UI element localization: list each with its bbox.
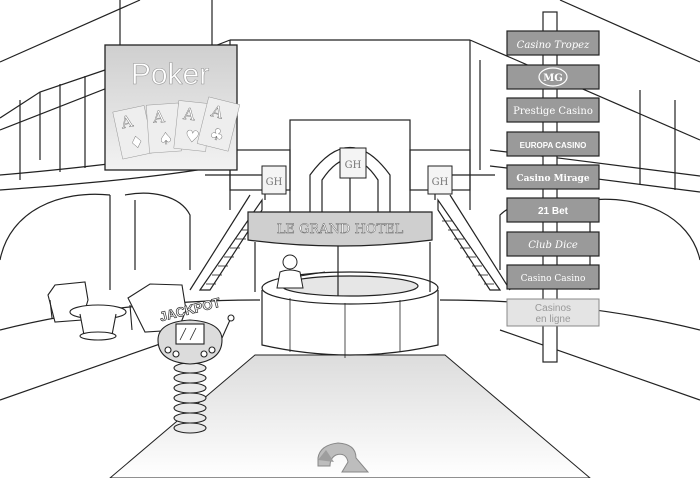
slot-machine-jackpot[interactable]: JACKPOT (150, 290, 240, 450)
card-suit-2: ♠ (158, 128, 174, 148)
casino-sign-7-label: Club Dice (528, 240, 578, 251)
lounge-furniture (47, 281, 187, 341)
casino-sign-6-label: 21 Bet (538, 206, 569, 217)
casino-sign-7[interactable]: Club Dice (506, 231, 602, 259)
online-sign-line1: Casinos (535, 303, 571, 314)
banner-logo-right: GH (432, 177, 449, 188)
card-rank-2: A (151, 107, 165, 127)
card-suit-1: ♦ (128, 132, 146, 154)
poker-title: Poker (131, 58, 209, 91)
casino-sign-1-label: Casino Tropez (517, 40, 590, 51)
casinos-en-ligne-sign[interactable]: Casinos en ligne (506, 298, 602, 328)
card-suit-3: ♥ (184, 126, 200, 146)
banner-logo-left: GH (266, 177, 283, 188)
casino-sign-8-label: Casino Casino (521, 274, 586, 284)
casino-sign-3-label: Prestige Casino (513, 106, 593, 117)
casino-sign-6[interactable]: 21 Bet (506, 197, 602, 225)
card-rank-4: A (208, 101, 225, 123)
casino-sign-4[interactable]: EUROPA CASINO (506, 131, 602, 159)
casino-sign-8[interactable]: Casino Casino (506, 264, 602, 292)
casino-sign-5-label: Casino Mirage (516, 174, 589, 184)
u-turn-arrow-icon[interactable] (317, 442, 370, 473)
casino-sign-1[interactable]: Casino Tropez (506, 30, 602, 58)
card-suit-4: ♣ (208, 124, 227, 146)
reception-desk (247, 211, 439, 358)
casino-sign-2[interactable]: MG (506, 64, 602, 92)
receptionist (276, 254, 326, 289)
card-rank-1: A (118, 111, 135, 132)
desk-banner-text: LE GRAND HOTEL (277, 222, 404, 237)
casino-sign-5[interactable]: Casino Mirage (506, 164, 602, 192)
poker-room-sign[interactable]: Poker A ♦ A ♠ A ♥ A ♣ (100, 0, 245, 180)
casino-sign-3[interactable]: Prestige Casino (506, 97, 602, 125)
online-sign-line2: en ligne (535, 314, 570, 325)
banner-logo-center: GH (345, 160, 362, 171)
casino-sign-2-label: MG (543, 73, 563, 84)
casino-sign-4-label: EUROPA CASINO (520, 141, 587, 150)
card-rank-3: A (181, 104, 196, 124)
